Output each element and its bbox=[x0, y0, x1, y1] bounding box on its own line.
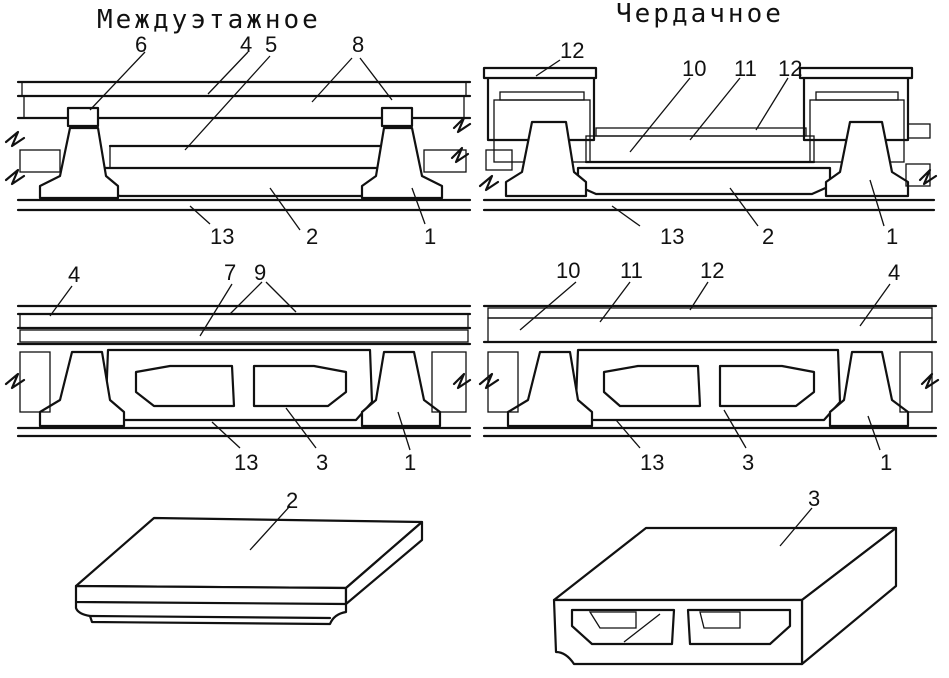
label-7: 7 bbox=[224, 260, 236, 285]
label-1: 1 bbox=[424, 224, 436, 249]
label-12-top: 12 bbox=[560, 38, 584, 63]
label-10: 10 bbox=[556, 258, 580, 283]
label-6: 6 bbox=[135, 32, 147, 57]
label-4: 4 bbox=[68, 262, 80, 287]
label-3: 3 bbox=[808, 486, 820, 511]
label-13: 13 bbox=[640, 450, 664, 475]
label-13: 13 bbox=[210, 224, 234, 249]
label-3: 3 bbox=[742, 450, 754, 475]
interfloor-solid-slab-section: 6 4 5 8 13 2 1 bbox=[4, 32, 472, 249]
label-3: 3 bbox=[316, 450, 328, 475]
label-1: 1 bbox=[886, 224, 898, 249]
label-13: 13 bbox=[234, 450, 258, 475]
label-1: 1 bbox=[404, 450, 416, 475]
label-11: 11 bbox=[734, 56, 757, 81]
hollow-slab-panel: 3 bbox=[552, 486, 898, 666]
solid-slab-panel: 2 bbox=[74, 488, 424, 626]
label-2: 2 bbox=[762, 224, 774, 249]
label-2: 2 bbox=[306, 224, 318, 249]
attic-solid-slab-section: 12 10 11 12 13 2 1 bbox=[478, 38, 938, 249]
attic-hollow-slab-section: 10 11 12 4 13 3 1 bbox=[478, 258, 940, 475]
label-4: 4 bbox=[240, 32, 252, 57]
label-11: 11 bbox=[620, 258, 643, 283]
label-10: 10 bbox=[682, 56, 706, 81]
interfloor-hollow-slab-section: 4 7 9 13 3 1 bbox=[4, 260, 472, 475]
label-12: 12 bbox=[778, 56, 802, 81]
label-2: 2 bbox=[286, 488, 298, 513]
label-4: 4 bbox=[888, 260, 900, 285]
label-9: 9 bbox=[254, 260, 266, 285]
interfloor-heading: Междуэтажное bbox=[97, 5, 321, 35]
attic-heading: Чердачное bbox=[616, 0, 784, 29]
label-1: 1 bbox=[880, 450, 892, 475]
label-12: 12 bbox=[700, 258, 724, 283]
label-5: 5 bbox=[265, 32, 277, 57]
label-13: 13 bbox=[660, 224, 684, 249]
label-8: 8 bbox=[352, 32, 364, 57]
